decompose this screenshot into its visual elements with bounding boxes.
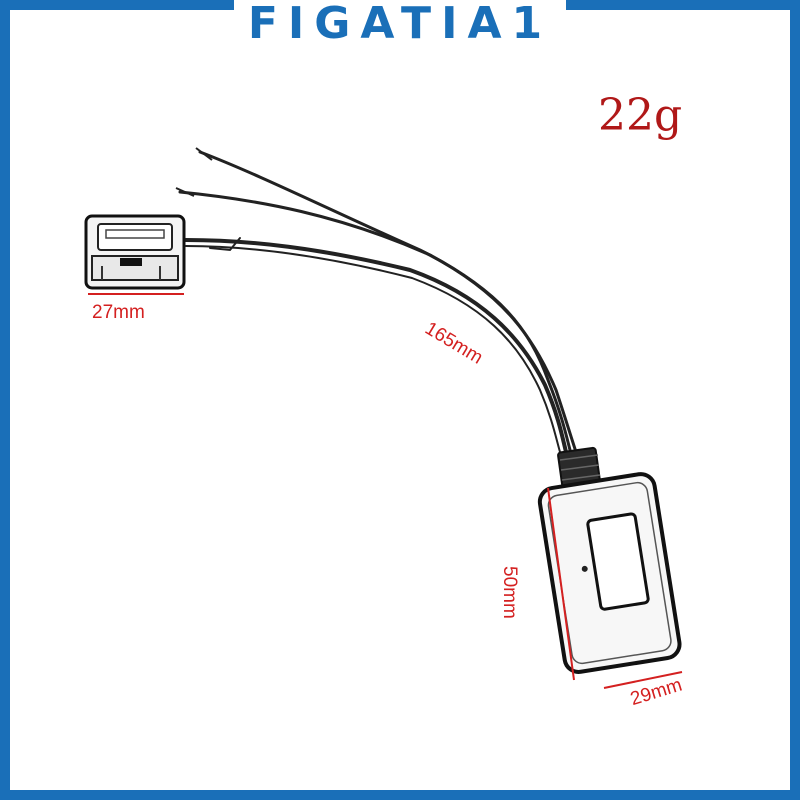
bluetooth-module [537, 472, 682, 674]
brand-watermark: FIGATIA1 [0, 0, 800, 49]
module-height-dimension-line [547, 487, 575, 681]
module-width-dimension-line [603, 671, 683, 689]
weight-label: 22g [598, 90, 683, 141]
module-height-label: 50mm [499, 566, 520, 619]
connector-width-label: 27mm [92, 302, 145, 323]
brand-name: FIGATIA1 [233, 0, 567, 49]
wire-tips [175, 147, 213, 197]
harness-connector [84, 214, 186, 290]
cable-bundle [178, 150, 578, 454]
